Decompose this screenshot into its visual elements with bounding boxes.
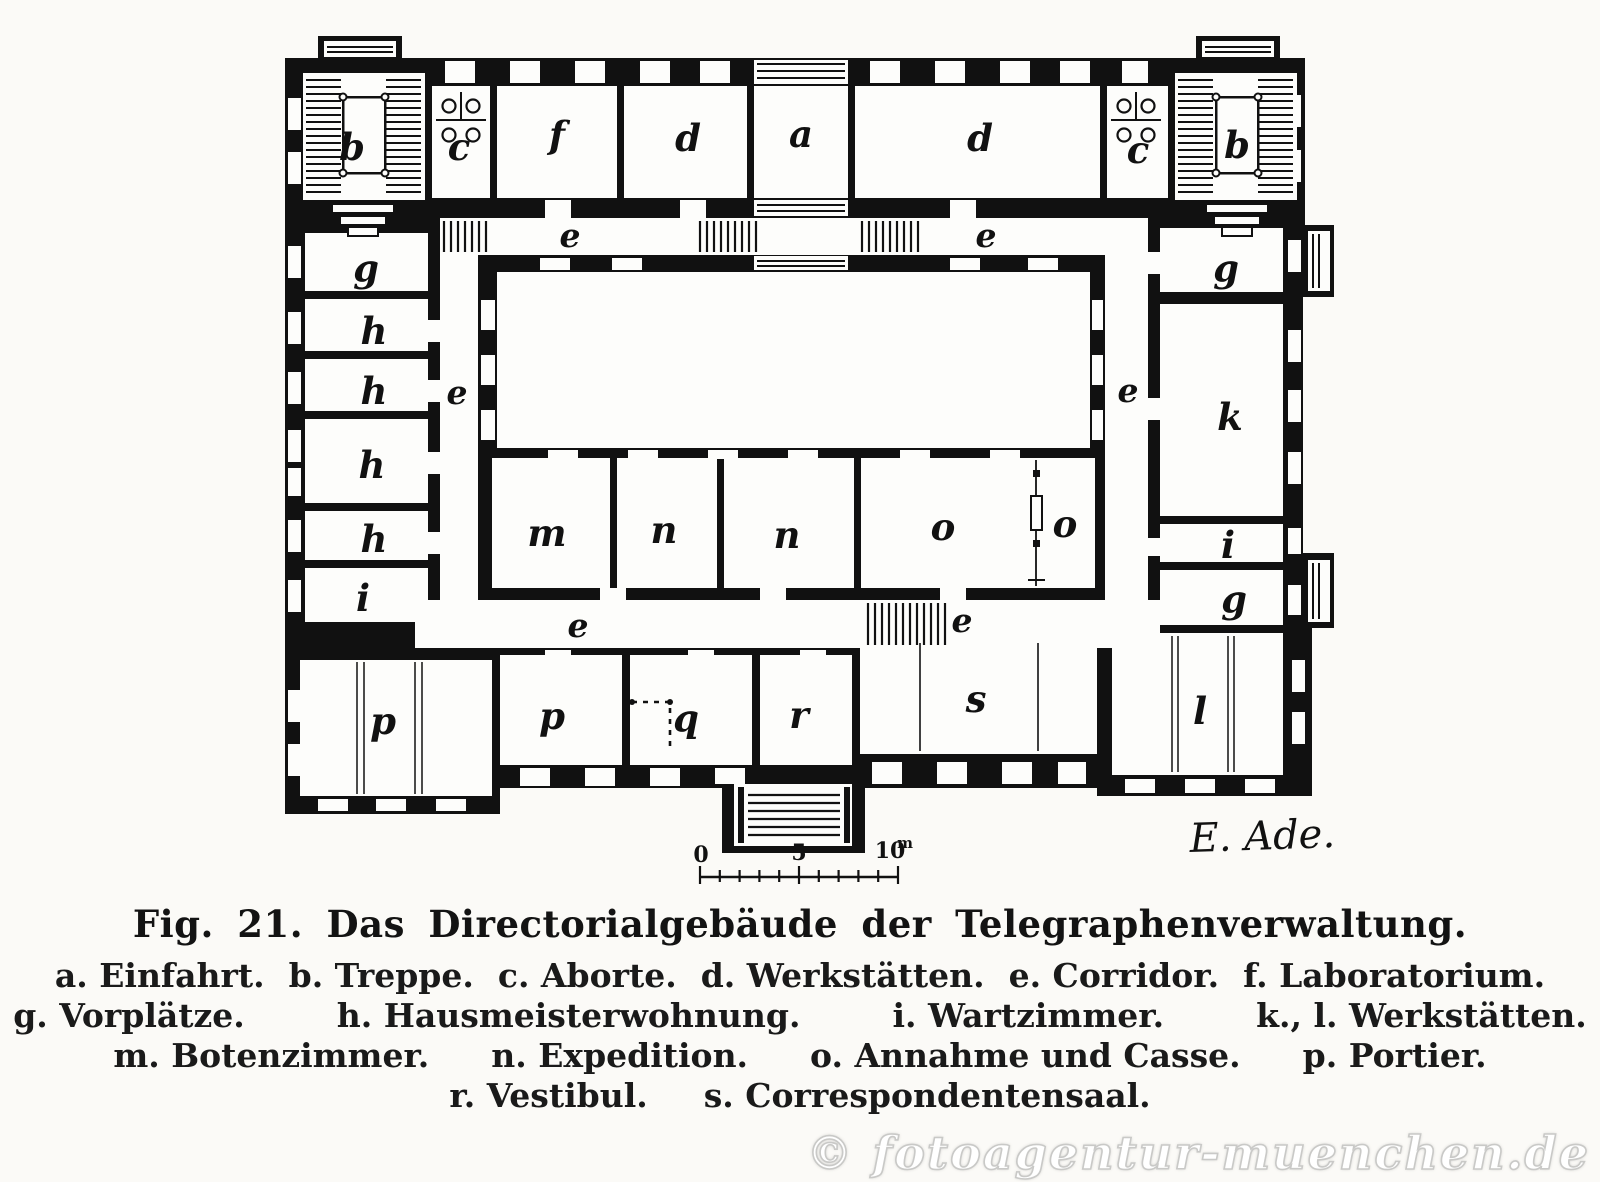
room-workshop-l <box>1112 633 1283 775</box>
room-label-m: m <box>527 511 566 555</box>
legend-entry-r: r. Vestibul. <box>449 1076 648 1115</box>
room-workshop-top-right <box>855 86 1100 198</box>
corridor-label-e: e <box>568 606 589 645</box>
legend-entry-o: o. Annahme und Casse. <box>810 1036 1241 1075</box>
legend-entry-m: m. Botenzimmer. <box>113 1036 430 1075</box>
room-caretaker-room-2 <box>305 359 428 411</box>
legend-entry-h: h. Hausmeisterwohnung. <box>336 996 801 1035</box>
room-corridor-right <box>1105 218 1148 622</box>
scale-bar-label: 0 <box>693 842 708 868</box>
room-vestibule-right-bottom <box>1160 570 1283 625</box>
room-label-i: i <box>356 576 370 620</box>
room-label-d: d <box>675 116 701 160</box>
room-label-r: r <box>789 693 811 737</box>
room-label-i: i <box>1221 523 1235 567</box>
figure-caption: Fig. 21. Das Directorialgebäude der Tele… <box>132 902 1468 946</box>
room-label-a: a <box>789 112 813 156</box>
legend-entry-f: f. Laboratorium. <box>1243 956 1546 995</box>
room-label-g: g <box>1213 246 1239 290</box>
room-label-g: g <box>1221 577 1247 621</box>
room-waiting-room-right <box>1160 524 1283 562</box>
legend-entry-c: c. Aborte. <box>497 956 677 995</box>
room-label-h: h <box>361 309 388 353</box>
room-vestibule-right-top <box>1160 228 1283 292</box>
room-reception-cashier-2 <box>1040 458 1095 588</box>
room-label-n: n <box>651 508 678 552</box>
legend-entry-kl: k., l. Werkstätten. <box>1256 996 1587 1035</box>
room-label-p: p <box>370 699 396 743</box>
room-label-p: p <box>539 694 565 738</box>
room-caretaker-room-1 <box>305 299 428 351</box>
room-porter-room-1 <box>300 660 492 796</box>
room-label-l: l <box>1193 689 1207 733</box>
legend-entry-a: a. Einfahrt. <box>54 956 265 995</box>
room-room-q <box>630 655 752 765</box>
room-courtyard <box>497 272 1090 448</box>
room-label-o: o <box>931 505 956 549</box>
room-label-d: d <box>967 116 993 160</box>
room-correspondence-hall <box>860 640 1097 754</box>
room-caretaker-room-4 <box>305 511 428 560</box>
room-laboratory <box>497 86 617 198</box>
room-main-vestibule <box>760 655 852 765</box>
room-label-c: c <box>1127 128 1150 172</box>
scale-bar-label: 5 <box>791 840 806 866</box>
legend-entry-i: i. Wartzimmer. <box>892 996 1165 1035</box>
legend-line-4: r. Vestibul. s. Correspondentensaal. <box>0 1076 1600 1116</box>
room-label-b: b <box>1224 123 1250 167</box>
room-workshop-k <box>1160 304 1283 516</box>
legend-line-3: m. Botenzimmer. n. Expedition. o. Annahme … <box>0 1036 1600 1076</box>
room-label-b: b <box>339 125 365 169</box>
room-label-h: h <box>359 443 386 487</box>
room-porter-room-2 <box>500 655 622 765</box>
legend-entry-d: d. Werkstätten. <box>700 956 985 995</box>
room-vestibule-left-g <box>305 233 428 291</box>
corridor-label-e: e <box>447 373 468 412</box>
room-dispatch-room-2 <box>724 458 854 588</box>
room-messengers-room <box>492 458 610 588</box>
legend-entry-e: e. Corridor. <box>1008 956 1220 995</box>
corridor-label-e: e <box>952 601 973 640</box>
room-corridor-bottom <box>415 600 1160 648</box>
scale-bar: 0 5 10m <box>693 834 913 884</box>
room-label-n: n <box>774 513 801 557</box>
room-gateway <box>754 86 848 198</box>
watermark: © fotoagentur-muenchen.de <box>806 1125 1590 1181</box>
legend-entry-b: b. Treppe. <box>288 956 474 995</box>
opening-layer <box>288 61 1305 811</box>
room-label-c: c <box>448 125 471 169</box>
corridor-label-e: e <box>560 216 581 255</box>
scale-bar-label: m <box>897 834 913 852</box>
scale-bar-label: 10 <box>875 838 906 864</box>
architect-signature: E. Ade. <box>1188 811 1336 862</box>
detail-layer <box>306 41 1330 846</box>
room-corridor-top <box>440 218 1148 255</box>
room-label-k: k <box>1217 395 1243 439</box>
room-legend: a. Einfahrt. b. Treppe. c. Aborte. d. Werks… <box>0 956 1600 1116</box>
room-dispatch-room-1 <box>617 458 717 588</box>
legend-entry-s: s. Correspondentensaal. <box>703 1076 1151 1115</box>
room-caretaker-room-3 <box>305 419 428 503</box>
legend-entry-p: p. Portier. <box>1302 1036 1487 1075</box>
legend-entry-g: g. Vorplätze. <box>13 996 245 1035</box>
room-workshop-top-left <box>624 86 747 198</box>
corridor-label-e: e <box>1118 371 1139 410</box>
room-label-s: s <box>965 677 987 721</box>
room-label-o: o <box>1053 502 1078 546</box>
room-layer <box>300 73 1297 796</box>
room-label-g: g <box>353 246 379 290</box>
room-label-h: h <box>361 369 388 413</box>
legend-entry-n: n. Expedition. <box>491 1036 749 1075</box>
room-label-q: q <box>673 696 699 740</box>
legend-line-2: g. Vorplätze. h. Hausmeisterwohnung. i. Wa… <box>0 996 1600 1036</box>
legend-line-1: a. Einfahrt. b. Treppe. c. Aborte. d. Werks… <box>0 956 1600 996</box>
room-corridor-left <box>440 218 478 622</box>
room-waiting-room-left <box>305 568 428 622</box>
corridor-label-e: e <box>976 216 997 255</box>
room-label-h: h <box>361 517 388 561</box>
